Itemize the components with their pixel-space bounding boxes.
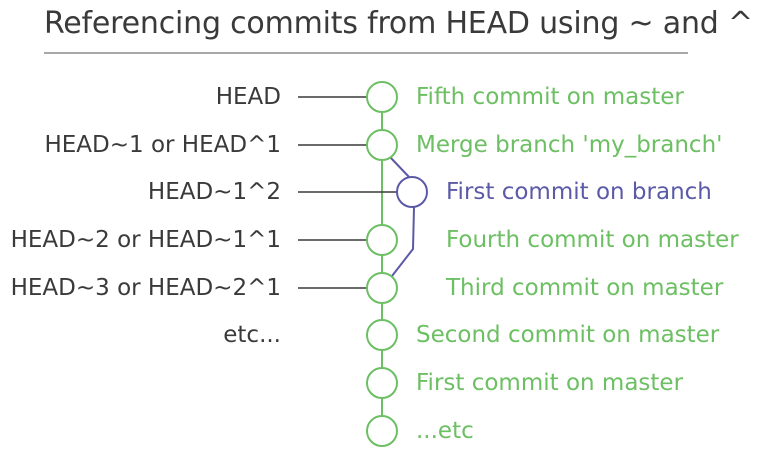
commit-node [366, 129, 398, 161]
commit-message: Fourth commit on master [446, 227, 739, 253]
reference-label: etc... [223, 322, 281, 348]
my-branch-line [389, 156, 415, 277]
commit-node [396, 176, 428, 208]
commit-message: Second commit on master [416, 322, 720, 348]
reference-label: HEAD~1 or HEAD^1 [44, 132, 281, 158]
commit-node [366, 367, 398, 399]
commit-node [366, 319, 398, 351]
commit-message: First commit on master [416, 370, 684, 396]
diagram-title: Referencing commits from HEAD using ~ an… [44, 6, 753, 41]
reference-label: HEAD~2 or HEAD~1^1 [10, 227, 281, 253]
commit-message: Merge branch 'my_branch' [416, 132, 723, 158]
commit-node [366, 224, 398, 256]
commit-node [366, 272, 398, 304]
reference-label: HEAD~1^2 [147, 179, 281, 205]
title-divider [44, 52, 688, 54]
commit-message: First commit on branch [446, 179, 712, 205]
commit-message: Fifth commit on master [416, 84, 684, 110]
commit-message: ...etc [416, 418, 474, 444]
reference-label: HEAD [215, 84, 281, 110]
commit-node [366, 415, 398, 447]
commit-node [366, 81, 398, 113]
reference-label: HEAD~3 or HEAD~2^1 [10, 275, 281, 301]
commit-message: Third commit on master [446, 275, 724, 301]
